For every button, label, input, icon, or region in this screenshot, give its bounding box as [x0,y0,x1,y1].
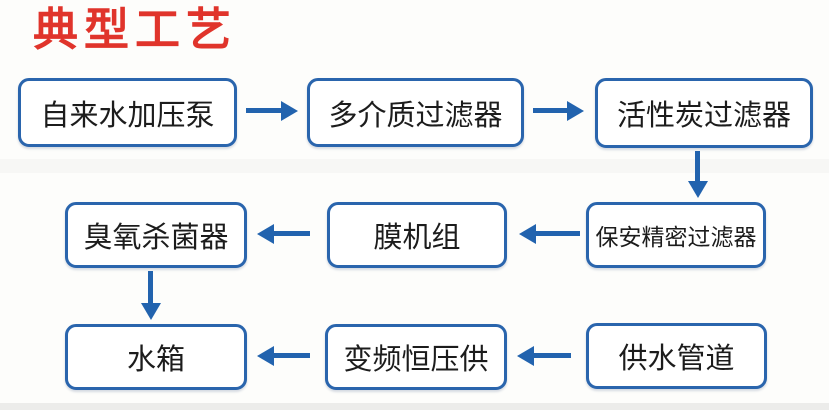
node-label: 变频恒压供 [343,342,489,376]
node-label: 膜机组 [373,220,461,254]
node-security-precision-filter: 保安精密过滤器 [586,202,766,268]
arrow-pump-to-multimedia-filter-icon [246,108,282,113]
page-title: 典型工艺 [33,3,238,56]
node-label: 臭氧杀菌器 [83,220,229,254]
node-label: 水箱 [126,342,185,376]
node-membrane-unit: 膜机组 [327,202,507,268]
arrow-vfd-to-tank-icon [273,353,310,358]
node-label: 保安精密过滤器 [595,225,757,251]
node-water-tank: 水箱 [65,324,247,390]
background-shade-band [0,159,829,173]
arrow-carbon-to-security-filter-icon [695,151,700,182]
arrow-security-to-membrane-icon [535,231,580,236]
node-water-supply-pipeline: 供水管道 [586,323,767,389]
node-tap-water-booster-pump: 自来水加压泵 [18,78,237,147]
arrow-ozone-to-tank-icon [148,271,153,304]
node-label: 多介质过滤器 [328,97,503,132]
node-activated-carbon-filter: 活性炭过滤器 [595,78,813,148]
arrow-multimedia-to-carbon-filter-icon [533,108,568,113]
node-label: 供水管道 [618,341,735,375]
node-multimedia-filter: 多介质过滤器 [307,78,524,147]
node-label: 自来水加压泵 [40,97,215,132]
node-ozone-sterilizer: 臭氧杀菌器 [65,202,247,268]
bottom-edge-shade [0,403,829,410]
node-label: 活性炭过滤器 [616,98,791,132]
node-vfd-constant-pressure-supply: 变频恒压供 [325,324,507,390]
arrow-membrane-to-ozone-icon [273,231,310,236]
arrow-pipeline-to-vfd-icon [533,353,571,358]
